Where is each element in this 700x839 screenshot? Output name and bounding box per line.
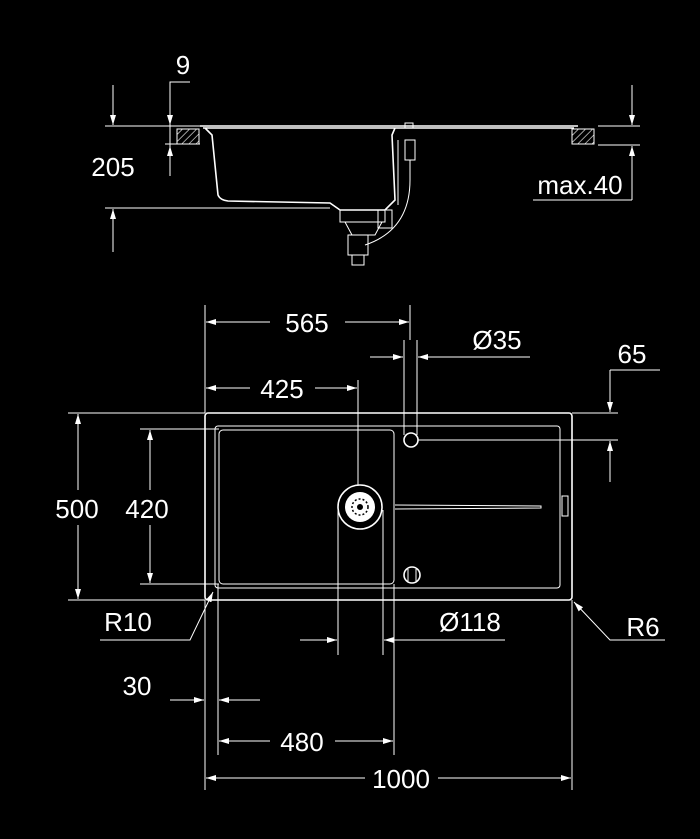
- side-view: 9 205 max.40: [91, 50, 640, 266]
- dim-tap-hole: Ø35: [472, 325, 521, 355]
- bowl-outline: [218, 429, 395, 585]
- dim-overall-width: 1000: [372, 764, 430, 794]
- counter-hatch-right: [571, 128, 595, 145]
- dim-drain-offset: 425: [260, 374, 303, 404]
- dim-depth: 205: [91, 152, 134, 182]
- dim-counter-thickness: max.40: [537, 170, 622, 200]
- dim-rim-thickness: 9: [176, 50, 190, 80]
- drainer-outline: [214, 425, 561, 589]
- dim-drain-diameter: Ø118: [439, 607, 501, 637]
- dim-outer-radius: R6: [626, 612, 659, 642]
- dim-tap-from-edge: 65: [618, 339, 647, 369]
- drainer-groove: [394, 504, 542, 510]
- dim-bowl-inset: 30: [123, 671, 152, 701]
- dim-bowl-depth: 420: [125, 494, 168, 524]
- sink-profile: [200, 125, 578, 211]
- counter-hatch-left: [176, 128, 200, 145]
- drain-icon: [337, 484, 383, 530]
- sink-outline: [204, 412, 573, 601]
- overflow-icon: [403, 566, 421, 584]
- dim-bowl-width: 480: [280, 727, 323, 757]
- tap-hole-icon: [403, 432, 419, 448]
- dim-bowl-radius: R10: [104, 607, 152, 637]
- dim-tap-offset: 565: [285, 308, 328, 338]
- dim-outer-depth: 500: [55, 494, 98, 524]
- plan-view: 565 Ø35 65 425 500 420 R10: [55, 305, 665, 794]
